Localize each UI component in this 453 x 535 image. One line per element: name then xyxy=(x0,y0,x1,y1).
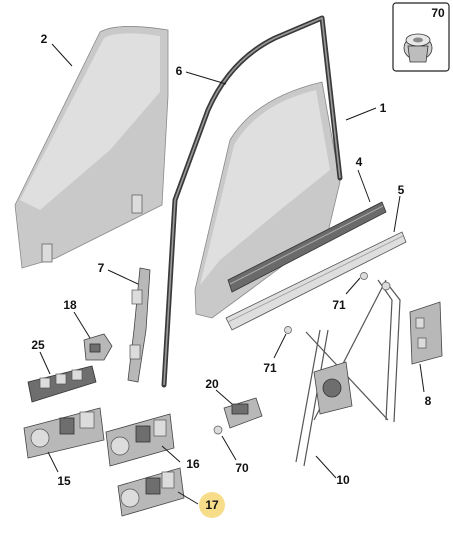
callout-2: 2 xyxy=(41,32,48,46)
callout-1: 1 xyxy=(380,101,387,115)
callout-71-lower: 71 xyxy=(263,361,277,375)
highlight-17 xyxy=(199,492,225,518)
guide-rail-7 xyxy=(127,267,151,383)
callout-6: 6 xyxy=(176,64,183,78)
callout-16: 16 xyxy=(186,457,200,471)
motor-17 xyxy=(117,467,185,517)
callout-18: 18 xyxy=(63,298,77,312)
window-strip-5 xyxy=(225,231,407,331)
glass-clip-a xyxy=(131,194,143,214)
window-strip-4 xyxy=(227,201,387,293)
callout-8: 8 xyxy=(425,394,432,408)
window-regulator-10 xyxy=(284,272,401,467)
callout-15: 15 xyxy=(57,474,71,488)
clip-70-small xyxy=(213,425,223,435)
switch-panel-25 xyxy=(27,365,97,403)
motor-15 xyxy=(23,407,105,459)
callout-20: 20 xyxy=(205,377,219,391)
callout-70-lower: 70 xyxy=(235,461,249,475)
door-glass-2 xyxy=(14,26,169,269)
glass-clip-b xyxy=(41,243,53,263)
callout-5: 5 xyxy=(398,183,405,197)
clip-fastener-icon xyxy=(403,33,433,63)
door-glass-1 xyxy=(194,81,341,319)
callout-10: 10 xyxy=(336,473,350,487)
module-20 xyxy=(213,397,263,435)
callout-70-inset: 70 xyxy=(431,6,445,20)
callout-4: 4 xyxy=(356,155,363,169)
motor-16 xyxy=(105,413,175,467)
window-seal-6 xyxy=(161,15,343,388)
inset-panel xyxy=(392,2,450,72)
callout-17: 17 xyxy=(205,498,219,512)
callout-25: 25 xyxy=(31,338,45,352)
leader-lines xyxy=(39,43,425,505)
callout-7: 7 xyxy=(98,261,105,275)
callout-71-upper: 71 xyxy=(332,298,346,312)
bracket-8 xyxy=(409,301,443,365)
switch-18 xyxy=(83,333,113,361)
